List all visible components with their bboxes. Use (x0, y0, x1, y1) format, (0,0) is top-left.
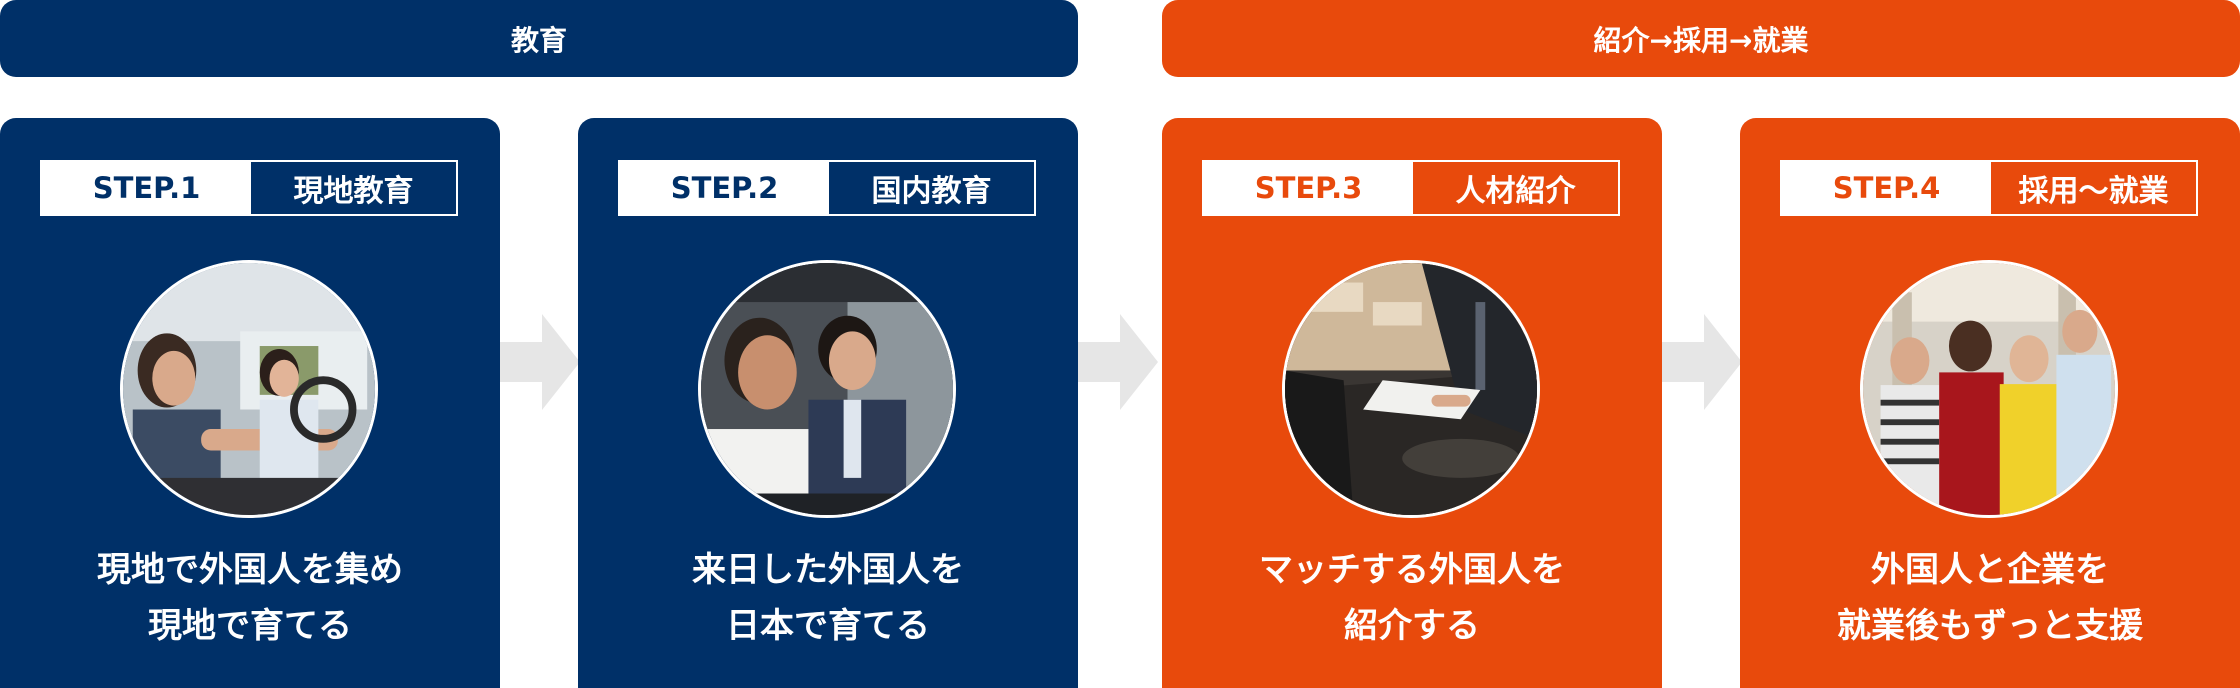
step-description: 現地で外国人を集め 現地で育てる (10, 542, 490, 654)
diverse-group-photo (1860, 260, 2118, 518)
description-line-2: 紹介する (1344, 606, 1480, 646)
placement-banner: 紹介→採用→就業 (1162, 0, 2240, 77)
step-card-1: STEP.1 現地教育 現地で外国人を集め 現地で育てる (0, 118, 500, 688)
step-card-3: STEP.3 人材紹介 マッチする外国人を 紹介する (1162, 118, 1662, 688)
car-instruction-photo (698, 260, 956, 518)
step-title: 現地教育 (251, 162, 456, 214)
step-label: STEP.2 (620, 162, 829, 214)
step-header: STEP.2 国内教育 (618, 160, 1036, 216)
step-card-4: STEP.4 採用〜就業 外国人と企業を 就業後もずっと支援 (1740, 118, 2240, 688)
step-label: STEP.1 (42, 162, 251, 214)
step-label: STEP.4 (1782, 162, 1991, 214)
description-line-2: 就業後もずっと支援 (1837, 606, 2143, 646)
step-title: 人材紹介 (1413, 162, 1618, 214)
description-line-1: 来日した外国人を (692, 550, 964, 590)
description-line-2: 現地で育てる (148, 606, 352, 646)
step-title: 国内教育 (829, 162, 1034, 214)
description-line-2: 日本で育てる (726, 606, 930, 646)
description-line-1: 現地で外国人を集め (97, 550, 403, 590)
step-header: STEP.3 人材紹介 (1202, 160, 1620, 216)
driving-lesson-photo (120, 260, 378, 518)
description-line-1: 外国人と企業を (1871, 550, 2109, 590)
step-description: 外国人と企業を 就業後もずっと支援 (1750, 542, 2230, 654)
arrow-right-icon (1078, 314, 1158, 410)
step-header: STEP.4 採用〜就業 (1780, 160, 2198, 216)
step-description: 来日した外国人を 日本で育てる (588, 542, 1068, 654)
step-title: 採用〜就業 (1991, 162, 2196, 214)
arrow-right-icon (500, 314, 580, 410)
step-card-2: STEP.2 国内教育 来日した外国人を 日本で育てる (578, 118, 1078, 688)
education-banner: 教育 (0, 0, 1078, 77)
step-description: マッチする外国人を 紹介する (1172, 542, 1652, 654)
business-meeting-photo (1282, 260, 1540, 518)
arrow-right-icon (1662, 314, 1742, 410)
description-line-1: マッチする外国人を (1259, 550, 1565, 590)
step-header: STEP.1 現地教育 (40, 160, 458, 216)
step-label: STEP.3 (1204, 162, 1413, 214)
